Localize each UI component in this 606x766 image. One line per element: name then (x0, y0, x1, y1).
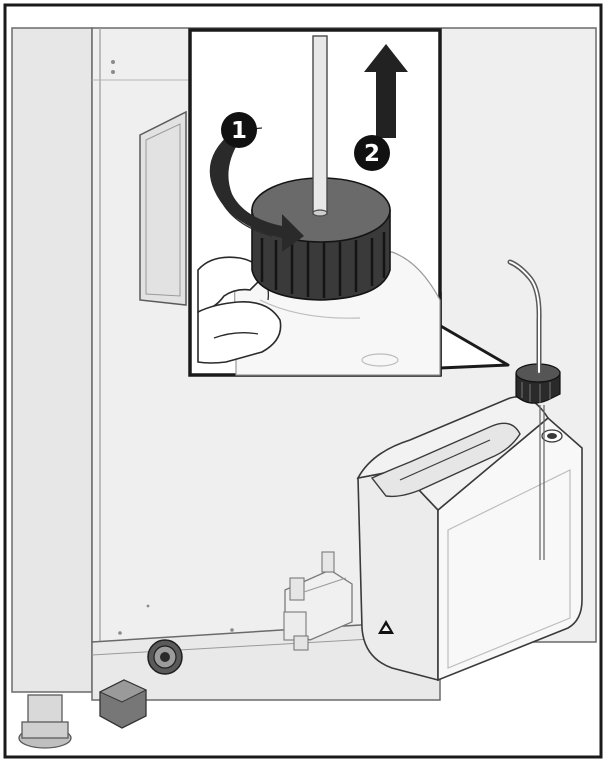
drain-fitting (147, 639, 183, 675)
valve-bracket (283, 551, 353, 651)
step-number-1: 1 (231, 118, 247, 144)
suction-tube (507, 259, 542, 375)
callout-box: 1 2 (188, 28, 442, 377)
up-arrow-icon (364, 44, 408, 138)
tube (312, 35, 328, 217)
step-badge-2: 2 (354, 135, 390, 171)
hand (197, 256, 282, 364)
cabinet-foot (18, 694, 72, 749)
cabinet-foot-block (98, 679, 148, 729)
step-badge-1: 1 (221, 112, 257, 148)
canister (356, 396, 583, 682)
warning-triangle-icon (378, 620, 394, 634)
step-number-2: 2 (364, 141, 380, 167)
image-frame (3, 3, 603, 759)
